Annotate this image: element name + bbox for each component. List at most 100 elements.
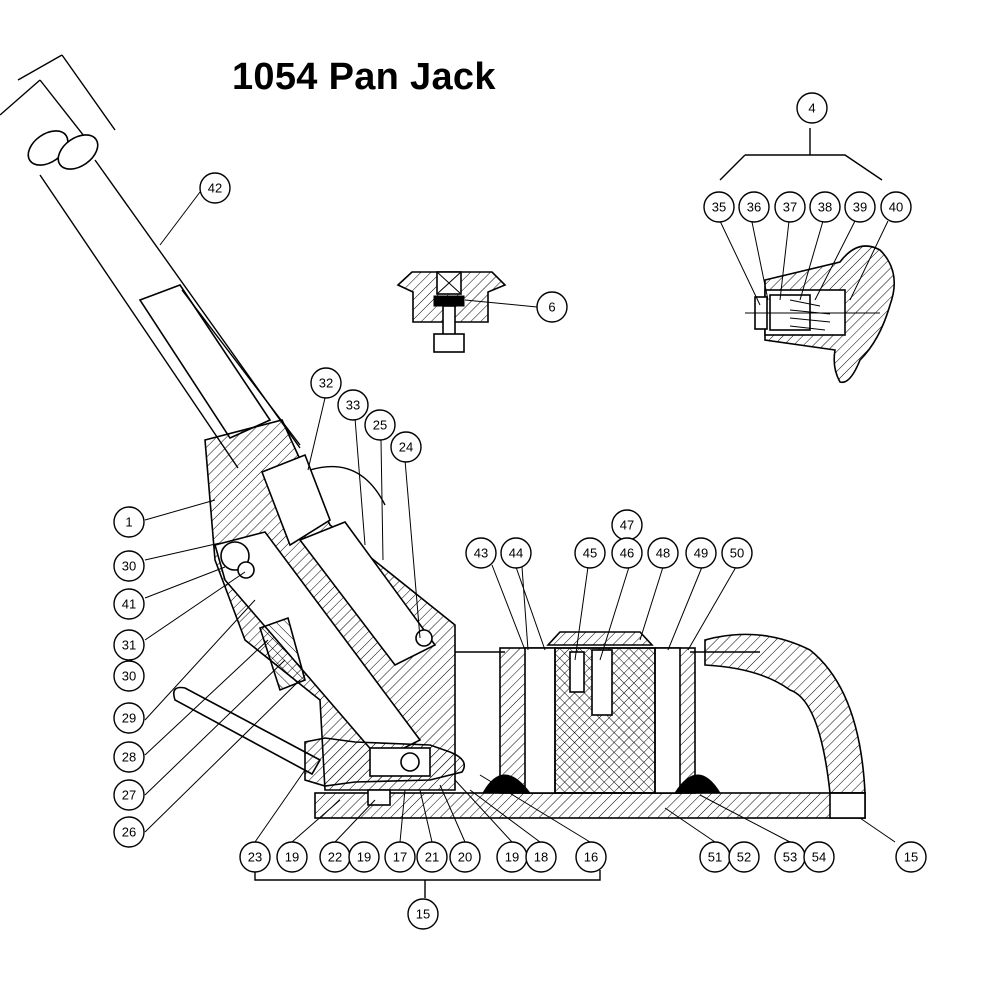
callout-23: 23 — [239, 841, 271, 873]
svg-text:17: 17 — [393, 850, 407, 865]
callout-44: 44 — [500, 537, 532, 569]
svg-text:40: 40 — [889, 200, 903, 215]
svg-text:22: 22 — [328, 850, 342, 865]
svg-text:54: 54 — [812, 850, 826, 865]
svg-text:6: 6 — [548, 300, 555, 315]
svg-text:19: 19 — [357, 850, 371, 865]
callout-42: 42 — [199, 172, 231, 204]
svg-text:43: 43 — [474, 546, 488, 561]
svg-text:15: 15 — [904, 850, 918, 865]
callout-35: 35 — [703, 191, 735, 223]
callout-38: 38 — [809, 191, 841, 223]
svg-text:46: 46 — [620, 546, 634, 561]
svg-text:28: 28 — [122, 750, 136, 765]
svg-text:30: 30 — [122, 669, 136, 684]
callout-37: 37 — [774, 191, 806, 223]
svg-text:52: 52 — [737, 850, 751, 865]
svg-text:21: 21 — [425, 850, 439, 865]
svg-text:48: 48 — [656, 546, 670, 561]
diagram-title: 1054 Pan Jack — [232, 56, 496, 98]
callout-39: 39 — [844, 191, 876, 223]
svg-text:25: 25 — [373, 418, 387, 433]
svg-text:33: 33 — [346, 398, 360, 413]
callout-49: 49 — [685, 537, 717, 569]
callout-31: 31 — [113, 629, 145, 661]
svg-text:36: 36 — [747, 200, 761, 215]
handle-tube — [0, 54, 301, 469]
svg-text:23: 23 — [248, 850, 262, 865]
svg-text:16: 16 — [584, 850, 598, 865]
svg-text:1: 1 — [125, 515, 132, 530]
svg-text:29: 29 — [122, 711, 136, 726]
svg-text:42: 42 — [208, 181, 222, 196]
callout-53: 53 — [774, 841, 806, 873]
callout-50: 50 — [721, 537, 753, 569]
callout-28: 28 — [113, 741, 145, 773]
callout-41: 41 — [113, 588, 145, 620]
svg-text:24: 24 — [399, 440, 413, 455]
svg-text:50: 50 — [730, 546, 744, 561]
svg-text:4: 4 — [808, 101, 815, 116]
svg-text:26: 26 — [122, 825, 136, 840]
svg-text:32: 32 — [319, 376, 333, 391]
callout-33: 33 — [337, 389, 369, 421]
svg-text:35: 35 — [712, 200, 726, 215]
callout-40: 40 — [880, 191, 912, 223]
svg-text:18: 18 — [534, 850, 548, 865]
callout-19-a: 19 — [276, 841, 308, 873]
callout-22: 22 — [319, 841, 351, 873]
callout-1: 1 — [113, 506, 145, 538]
svg-text:45: 45 — [583, 546, 597, 561]
svg-text:31: 31 — [122, 638, 136, 653]
callout-15-right: 15 — [895, 841, 927, 873]
callout-4: 4 — [796, 92, 828, 124]
ram-assembly — [455, 631, 866, 794]
svg-text:39: 39 — [853, 200, 867, 215]
svg-text:49: 49 — [694, 546, 708, 561]
callout-46: 46 — [611, 537, 643, 569]
callout-25: 25 — [364, 409, 396, 441]
callout-21: 21 — [416, 841, 448, 873]
jack-body — [172, 419, 456, 791]
callout-30-upper: 30 — [113, 550, 145, 582]
svg-text:20: 20 — [458, 850, 472, 865]
callout-15-bottom: 15 — [407, 898, 439, 930]
callout-17: 17 — [384, 841, 416, 873]
callout-19-b: 19 — [348, 841, 380, 873]
callout-36: 36 — [738, 191, 770, 223]
svg-text:19: 19 — [285, 850, 299, 865]
svg-text:15: 15 — [416, 907, 430, 922]
svg-text:38: 38 — [818, 200, 832, 215]
svg-text:44: 44 — [509, 546, 523, 561]
callout-43: 43 — [465, 537, 497, 569]
svg-text:41: 41 — [122, 597, 136, 612]
insert-part-6 — [396, 271, 507, 353]
callout-27: 27 — [113, 779, 145, 811]
callout-30-lower: 30 — [113, 660, 145, 692]
callout-51: 51 — [699, 841, 731, 873]
svg-text:47: 47 — [620, 518, 634, 533]
base-plate — [304, 737, 866, 819]
svg-text:53: 53 — [783, 850, 797, 865]
callout-54: 54 — [803, 841, 835, 873]
callout-48: 48 — [647, 537, 679, 569]
callout-6: 6 — [536, 291, 568, 323]
callout-26: 26 — [113, 816, 145, 848]
callout-24: 24 — [390, 431, 422, 463]
svg-text:51: 51 — [708, 850, 722, 865]
callout-32: 32 — [310, 367, 342, 399]
callout-45: 45 — [574, 537, 606, 569]
callout-16: 16 — [575, 841, 607, 873]
callout-47: 47 — [611, 509, 643, 541]
svg-text:37: 37 — [783, 200, 797, 215]
callout-19-c: 19 — [496, 841, 528, 873]
callout-29: 29 — [113, 702, 145, 734]
callout-52: 52 — [728, 841, 760, 873]
callout-20: 20 — [449, 841, 481, 873]
leader-lines — [144, 191, 896, 898]
svg-text:30: 30 — [122, 559, 136, 574]
svg-text:27: 27 — [122, 788, 136, 803]
valve-detail — [719, 128, 896, 384]
callout-18: 18 — [525, 841, 557, 873]
